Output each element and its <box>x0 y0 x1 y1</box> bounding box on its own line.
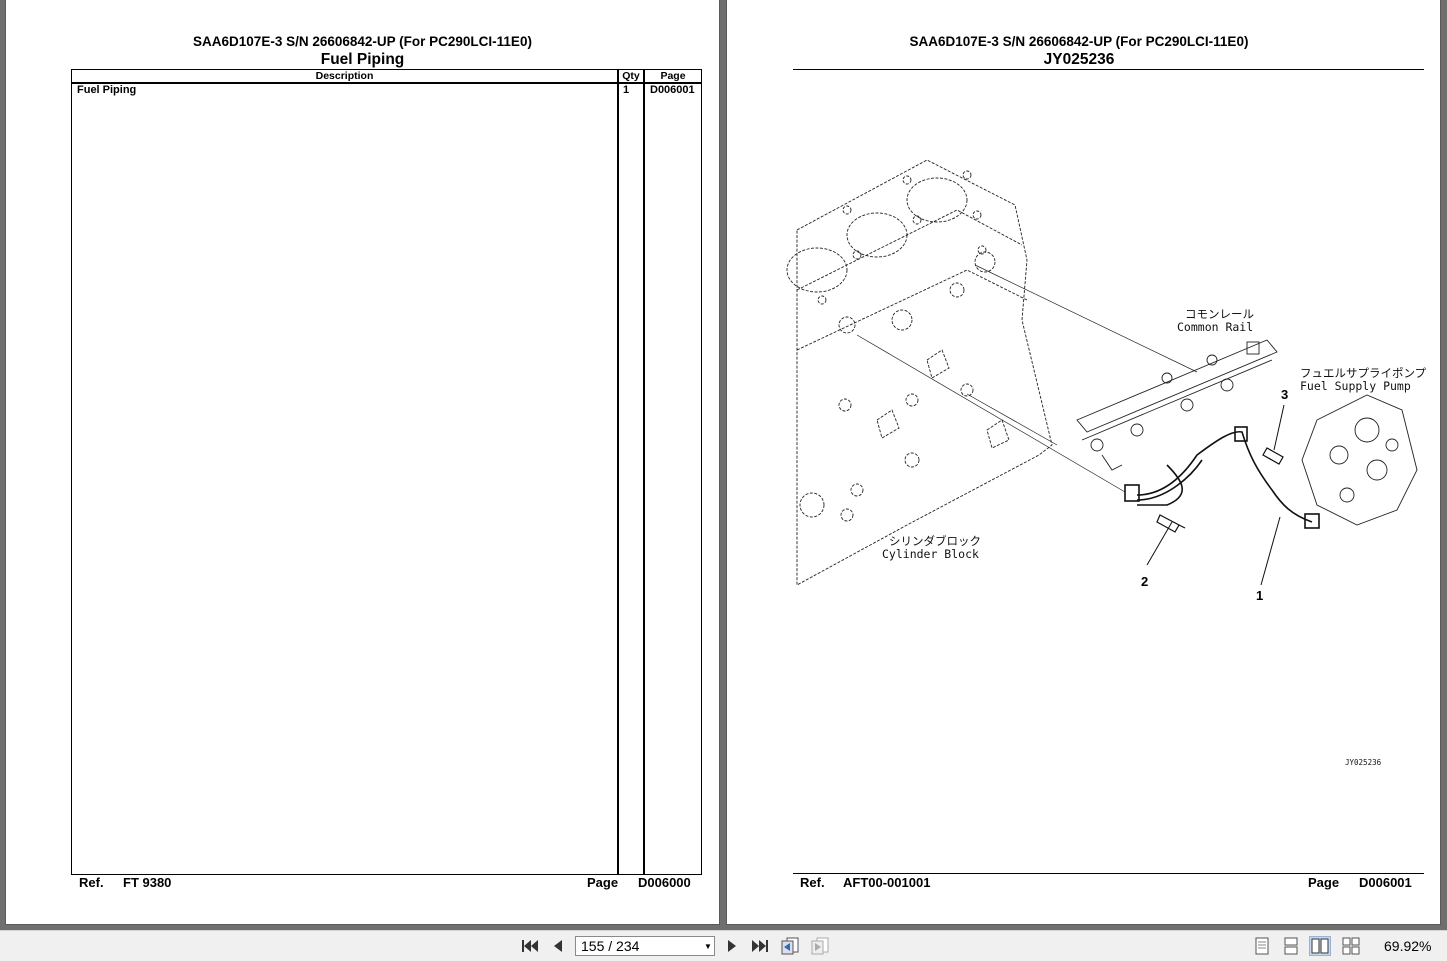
row-description: Fuel Piping <box>77 84 137 96</box>
left-header-model: SAA6D107E-3 S/N 26606842-UP (For PC290LC… <box>193 34 532 49</box>
left-footer-page-value: D006000 <box>638 875 691 890</box>
fuel-piping-diagram: コモンレール Common Rail フュエルサプライポンプ Fuel Supp… <box>786 159 1427 767</box>
single-page-view-icon[interactable] <box>1251 936 1273 956</box>
right-footer-ref-value: AFT00-001001 <box>843 875 931 890</box>
callout-2: 2 <box>1141 574 1148 589</box>
page-number-input[interactable] <box>575 936 715 956</box>
callout-1: 1 <box>1256 588 1263 603</box>
right-header-model: SAA6D107E-3 S/N 26606842-UP (For PC290LC… <box>909 34 1249 49</box>
col-header-page: Page <box>660 70 686 82</box>
left-header-title: Fuel Piping <box>320 51 405 68</box>
previous-page-icon[interactable] <box>548 936 568 956</box>
table-col-divider <box>643 70 645 874</box>
chevron-down-icon[interactable]: ▼ <box>704 941 712 951</box>
col-header-description: Description <box>315 70 374 82</box>
left-footer-ref-label: Ref. <box>79 875 104 890</box>
label-common-rail-jp: コモンレール <box>1185 307 1254 321</box>
right-header-title: JY025236 <box>1043 51 1115 68</box>
last-page-icon[interactable] <box>750 936 770 956</box>
table-col-divider <box>617 70 619 874</box>
label-cylinder-block-jp: シリンダブロック <box>889 534 981 548</box>
left-page: SAA6D107E-3 S/N 26606842-UP (For PC290LC… <box>6 0 719 924</box>
table-header-divider <box>72 82 701 84</box>
parts-table: Description Qty Page Fuel Piping 1 D0060… <box>71 69 702 875</box>
facing-pages-view-icon[interactable] <box>1309 936 1331 956</box>
previous-view-icon[interactable] <box>780 936 800 956</box>
zoom-level[interactable]: 69.92% <box>1384 938 1432 954</box>
row-qty: 1 <box>623 84 630 96</box>
label-common-rail-en: Common Rail <box>1177 320 1253 334</box>
bottom-toolbar: ▼ 69.92% <box>0 930 1447 961</box>
next-page-icon[interactable] <box>722 936 742 956</box>
header-rule <box>793 69 1424 71</box>
label-fuel-pump-jp: フュエルサプライポンプ <box>1300 366 1427 380</box>
footer-rule <box>793 873 1424 875</box>
right-footer-page-label: Page <box>1308 875 1340 890</box>
next-view-icon[interactable] <box>810 936 830 956</box>
right-footer-page-value: D006001 <box>1359 875 1412 890</box>
label-cylinder-block-en: Cylinder Block <box>882 547 979 561</box>
right-page: SAA6D107E-3 S/N 26606842-UP (For PC290LC… <box>727 0 1440 924</box>
left-footer-ref-value: FT 9380 <box>123 875 172 890</box>
continuous-facing-view-icon[interactable] <box>1340 936 1362 956</box>
drawing-code: JY025236 <box>1345 758 1382 767</box>
continuous-view-icon[interactable] <box>1280 936 1302 956</box>
left-footer-page-label: Page <box>587 875 619 890</box>
first-page-icon[interactable] <box>520 936 540 956</box>
callout-3: 3 <box>1281 387 1288 402</box>
col-header-qty: Qty <box>622 70 640 82</box>
row-page-link[interactable]: D006001 <box>650 84 695 96</box>
right-footer-ref-label: Ref. <box>800 875 825 890</box>
label-fuel-pump-en: Fuel Supply Pump <box>1300 379 1411 393</box>
